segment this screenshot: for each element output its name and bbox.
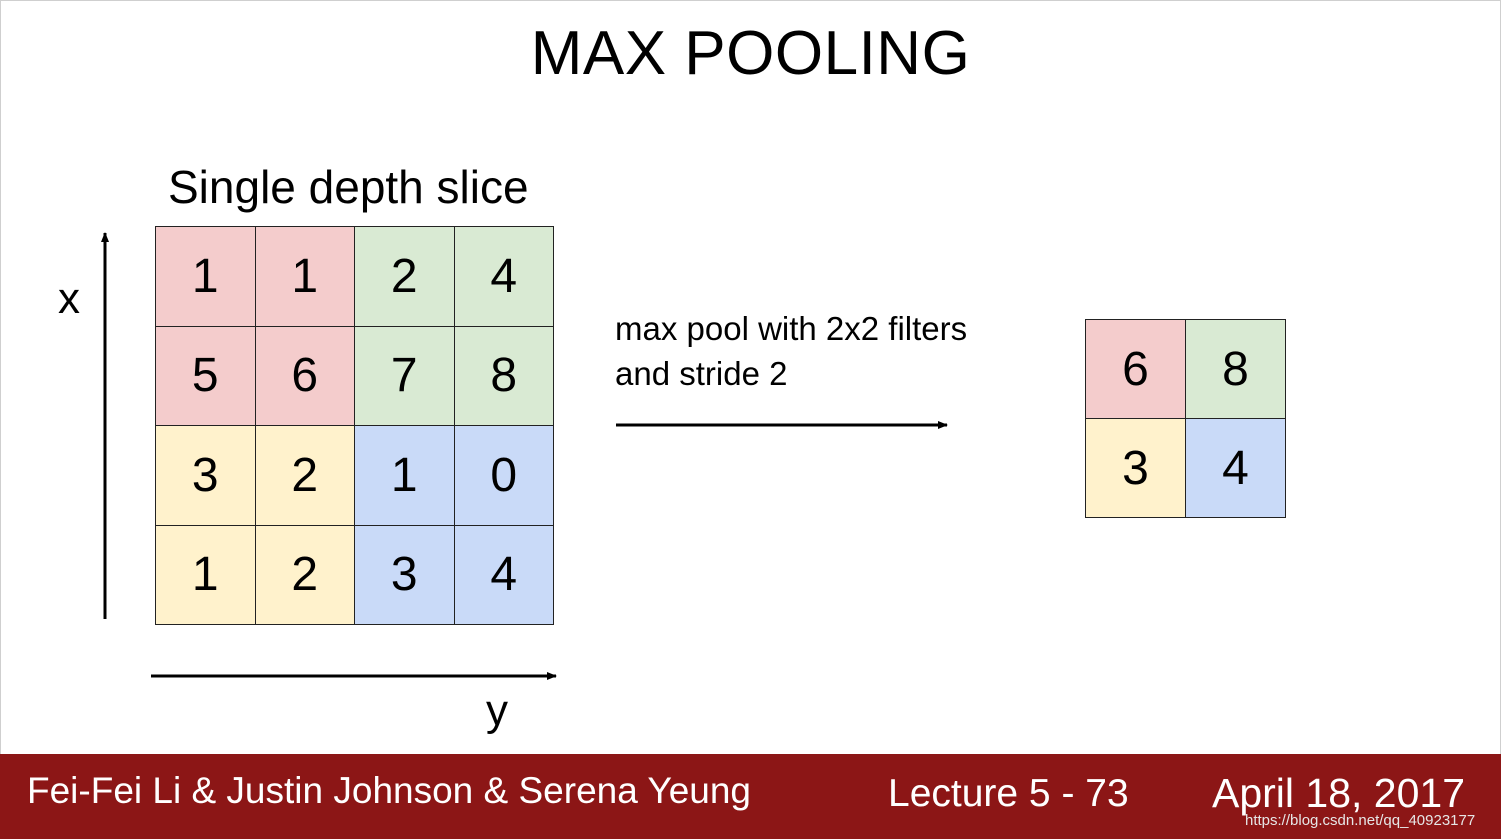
footer-bar: Fei-Fei Li & Justin Johnson & Serena Yeu… — [0, 754, 1501, 839]
input-grid-cell: 4 — [454, 525, 554, 625]
input-grid-cell: 2 — [255, 426, 355, 526]
input-grid-cell: 8 — [454, 326, 554, 426]
input-grid-cell: 1 — [156, 525, 256, 625]
x-axis-label: x — [58, 274, 80, 323]
input-grid-cell: 5 — [156, 326, 256, 426]
operation-line-2: and stride 2 — [615, 355, 788, 392]
footer-authors: Fei-Fei Li & Justin Johnson & Serena Yeu… — [27, 770, 752, 811]
output-grid-cell: 3 — [1086, 419, 1186, 518]
input-grid-cell: 1 — [156, 227, 256, 327]
watermark: https://blog.csdn.net/qq_40923177 — [1245, 812, 1476, 829]
arrows-layer — [101, 232, 948, 680]
slide-title: MAX POOLING — [530, 19, 971, 88]
output-grid-cell: 4 — [1186, 419, 1286, 518]
input-grid-cell: 2 — [255, 525, 355, 625]
y-axis-label: y — [486, 686, 508, 735]
input-grid-cell: 7 — [355, 326, 455, 426]
input-grid-cell: 3 — [355, 525, 455, 625]
output-grid-cell: 8 — [1186, 320, 1286, 419]
output-grid-cell: 6 — [1086, 320, 1186, 419]
input-grid-cell: 2 — [355, 227, 455, 327]
input-grid-cell: 1 — [255, 227, 355, 327]
operation-line-1: max pool with 2x2 filters — [615, 310, 968, 347]
footer-date: April 18, 2017 — [1212, 770, 1466, 816]
input-grid-cell: 1 — [355, 426, 455, 526]
input-grid-cell: 6 — [255, 326, 355, 426]
input-grid-cell: 4 — [454, 227, 554, 327]
input-grid-cell: 3 — [156, 426, 256, 526]
footer-lecture: Lecture 5 - 73 — [888, 772, 1129, 815]
slice-label: Single depth slice — [168, 161, 529, 213]
operation-label: max pool with 2x2 filters and stride 2 — [615, 306, 967, 396]
input-grid-cell: 0 — [454, 426, 554, 526]
